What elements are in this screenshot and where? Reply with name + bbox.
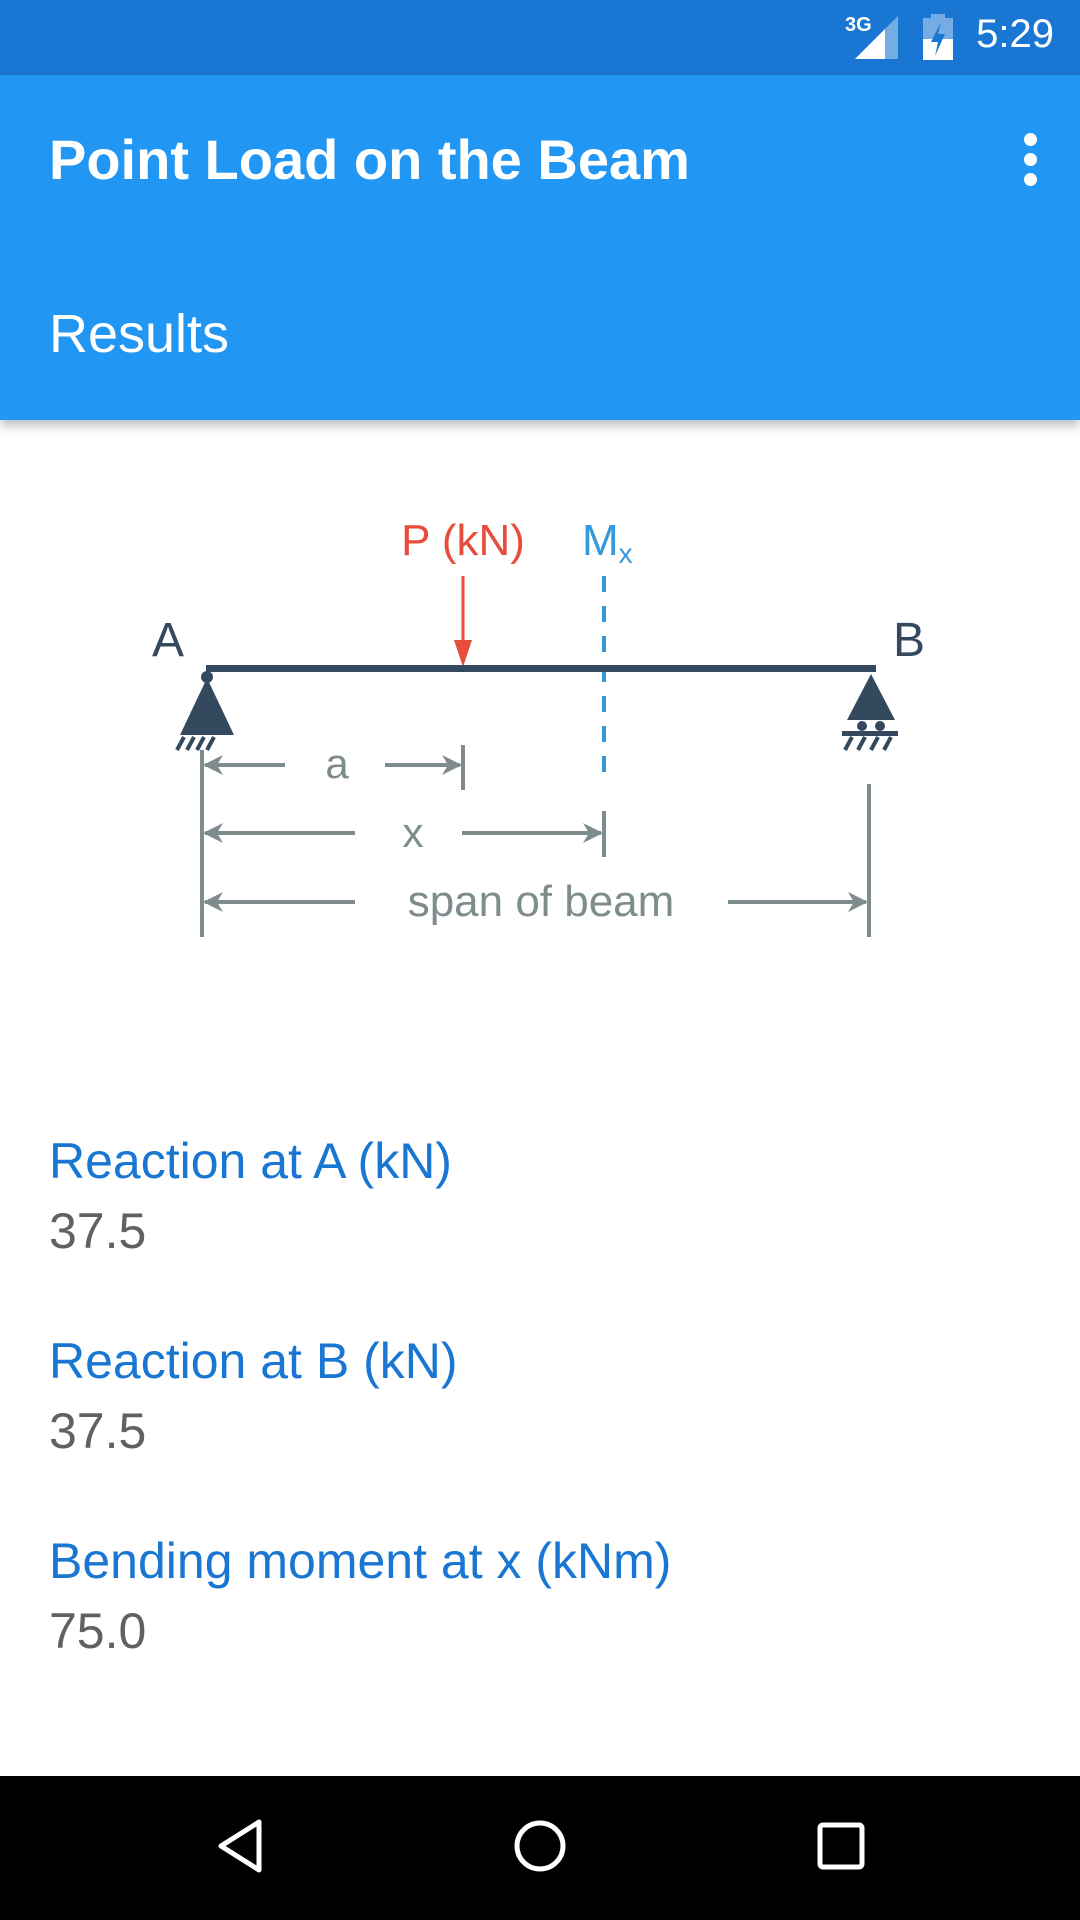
section-title: Results bbox=[49, 304, 230, 364]
beam-diagram: P (kN) Mx A B a x span of beam bbox=[152, 516, 925, 937]
back-icon[interactable] bbox=[215, 1818, 265, 1874]
beam bbox=[206, 665, 876, 672]
app-bar: Point Load on the Beam Results bbox=[0, 75, 1080, 420]
result-reaction-a: Reaction at A (kN) 37.5 bbox=[49, 1132, 452, 1260]
page-title: Point Load on the Beam bbox=[49, 128, 690, 191]
support-a-label: A bbox=[152, 614, 184, 667]
load-label: P (kN) bbox=[401, 516, 525, 565]
signal-icon bbox=[855, 16, 898, 59]
result-value: 37.5 bbox=[49, 1403, 147, 1459]
clock: 5:29 bbox=[976, 12, 1054, 56]
result-bending-moment: Bending moment at x (kNm) 75.0 bbox=[49, 1532, 671, 1660]
moment-label: Mx bbox=[582, 516, 633, 569]
result-value: 75.0 bbox=[49, 1603, 147, 1659]
result-label: Reaction at B (kN) bbox=[49, 1333, 458, 1389]
result-reaction-b: Reaction at B (kN) 37.5 bbox=[49, 1332, 457, 1460]
result-label: Bending moment at x (kNm) bbox=[49, 1533, 672, 1589]
result-value: 37.5 bbox=[49, 1203, 147, 1259]
recents-icon[interactable] bbox=[816, 1818, 866, 1874]
support-b-label: B bbox=[893, 614, 925, 667]
result-label: Reaction at A (kN) bbox=[49, 1133, 452, 1189]
home-icon[interactable] bbox=[512, 1818, 568, 1874]
dimension-lines bbox=[200, 745, 871, 937]
battery-charging-icon bbox=[923, 14, 953, 60]
dim-x-label: x bbox=[403, 809, 424, 856]
network-type: 3G bbox=[845, 14, 872, 36]
navigation-bar bbox=[0, 1776, 1080, 1920]
load-arrowhead bbox=[454, 640, 472, 667]
more-vert-icon[interactable] bbox=[1020, 133, 1040, 187]
roller-support-b bbox=[842, 674, 898, 751]
pin-support-a bbox=[175, 671, 234, 751]
dim-a-label: a bbox=[325, 740, 349, 787]
dim-span-label: span of beam bbox=[408, 877, 675, 926]
status-bar: 3G 5:29 bbox=[0, 0, 1080, 75]
